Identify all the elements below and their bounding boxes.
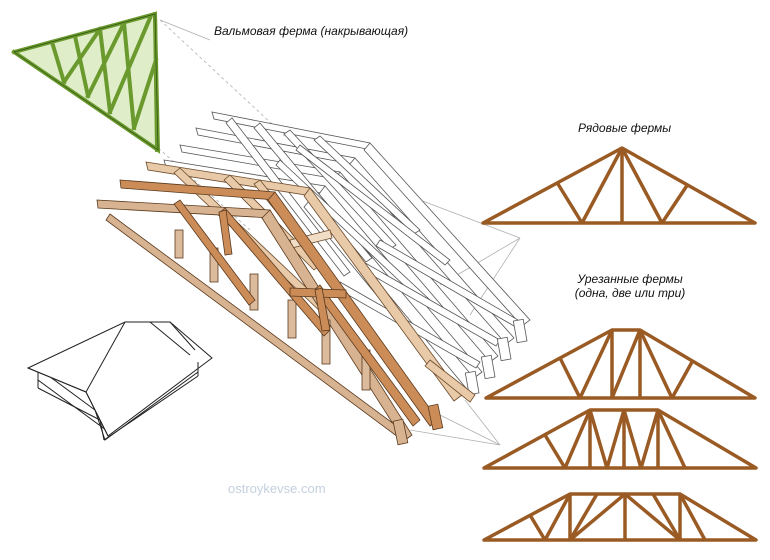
common-trusses-label: Рядовые фермы: [578, 121, 672, 135]
common-truss-diagram: [481, 146, 757, 225]
truncated-trusses-label-line2: (одна, две или три): [574, 286, 686, 300]
truncated-trusses-label: Урезанные фермы (одна, две или три): [555, 272, 705, 300]
hip-truss-label: Вальмовая ферма (накрывающая): [214, 24, 409, 38]
truncated-truss-1: [484, 328, 757, 400]
truncated-truss-3: [482, 492, 758, 542]
truncated-truss-2: [482, 408, 758, 470]
hip-truss: [11, 11, 161, 154]
watermark-text: ostroykevse.com: [228, 481, 326, 496]
wood-trusses: [96, 179, 444, 446]
truncated-trusses-label-line1: Урезанные фермы: [577, 272, 683, 286]
hip-roof-sketch: [26, 321, 213, 441]
